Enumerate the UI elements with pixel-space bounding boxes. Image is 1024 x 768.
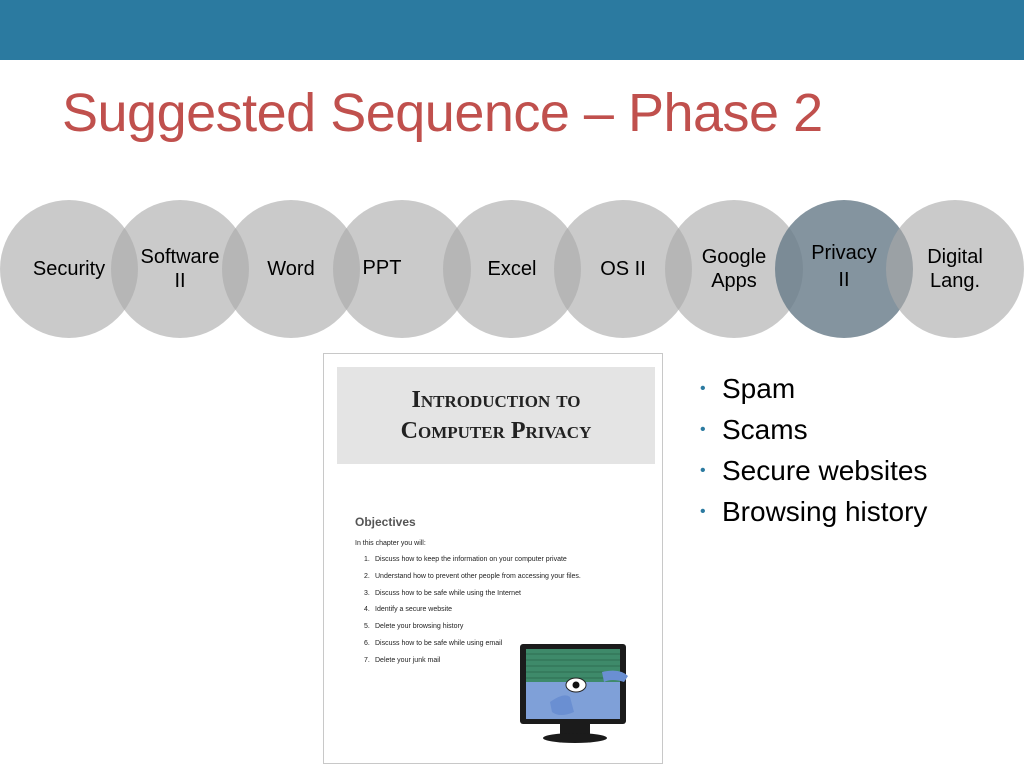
step-label: Word <box>267 258 315 280</box>
objective-item: 1.Discuss how to keep the information on… <box>364 556 567 563</box>
objective-item: 4.Identify a secure website <box>364 606 453 614</box>
bullet-item: •Browsing history <box>700 491 927 532</box>
objectives-heading: Objectives <box>355 515 416 529</box>
bullet-dot-icon: • <box>700 380 706 397</box>
objective-item: 5.Delete your browsing history <box>364 623 464 631</box>
sequence-step-digital-lang: Digital Lang. <box>886 200 1024 338</box>
objective-item: 7.Delete your junk mail <box>364 656 441 664</box>
step-label-line2: Lang. <box>929 270 981 292</box>
bullet-dot-icon: • <box>700 421 706 438</box>
bullet-dot-icon: • <box>700 462 706 479</box>
bullet-item: •Secure websites <box>700 450 927 491</box>
step-label: Security <box>32 258 106 280</box>
bullet-item: •Spam <box>700 368 927 409</box>
bullet-dot-icon: • <box>700 503 706 520</box>
step-label: OS II <box>600 258 646 280</box>
chapter-title-line2: Computer Privacy <box>400 417 592 444</box>
step-label: Privacy <box>811 241 877 264</box>
step-label: PPT <box>362 257 402 279</box>
objective-item: 6.Discuss how to be safe while using ema… <box>364 639 503 647</box>
topic-bullet-list: •Spam •Scams •Secure websites •Browsing … <box>700 368 927 532</box>
step-label-line2: Apps <box>711 270 757 292</box>
bullet-item: •Scams <box>700 409 927 450</box>
step-label-line2: II <box>174 270 186 292</box>
step-label: Digital <box>927 246 983 268</box>
chapter-page-thumbnail: Introduction to Computer Privacy Objecti… <box>323 353 663 764</box>
objectives-list: 1.Discuss how to keep the information on… <box>364 556 581 674</box>
objectives-intro: In this chapter you will: <box>355 540 426 547</box>
header-bar <box>0 0 1024 60</box>
step-label: Software <box>140 246 220 268</box>
monitor-eye-icon <box>520 644 628 743</box>
slide-title: Suggested Sequence – Phase 2 <box>62 83 823 143</box>
objective-item: 2.Understand how to prevent other people… <box>364 572 581 580</box>
step-label: Google <box>701 246 767 268</box>
objective-item: 3.Discuss how to be safe while using the… <box>364 589 521 597</box>
step-label: Excel <box>487 258 537 280</box>
chapter-title-block: Introduction to Computer Privacy <box>337 367 655 464</box>
chapter-title-line1: Introduction to <box>411 386 581 413</box>
step-label-line2: II <box>838 268 850 291</box>
